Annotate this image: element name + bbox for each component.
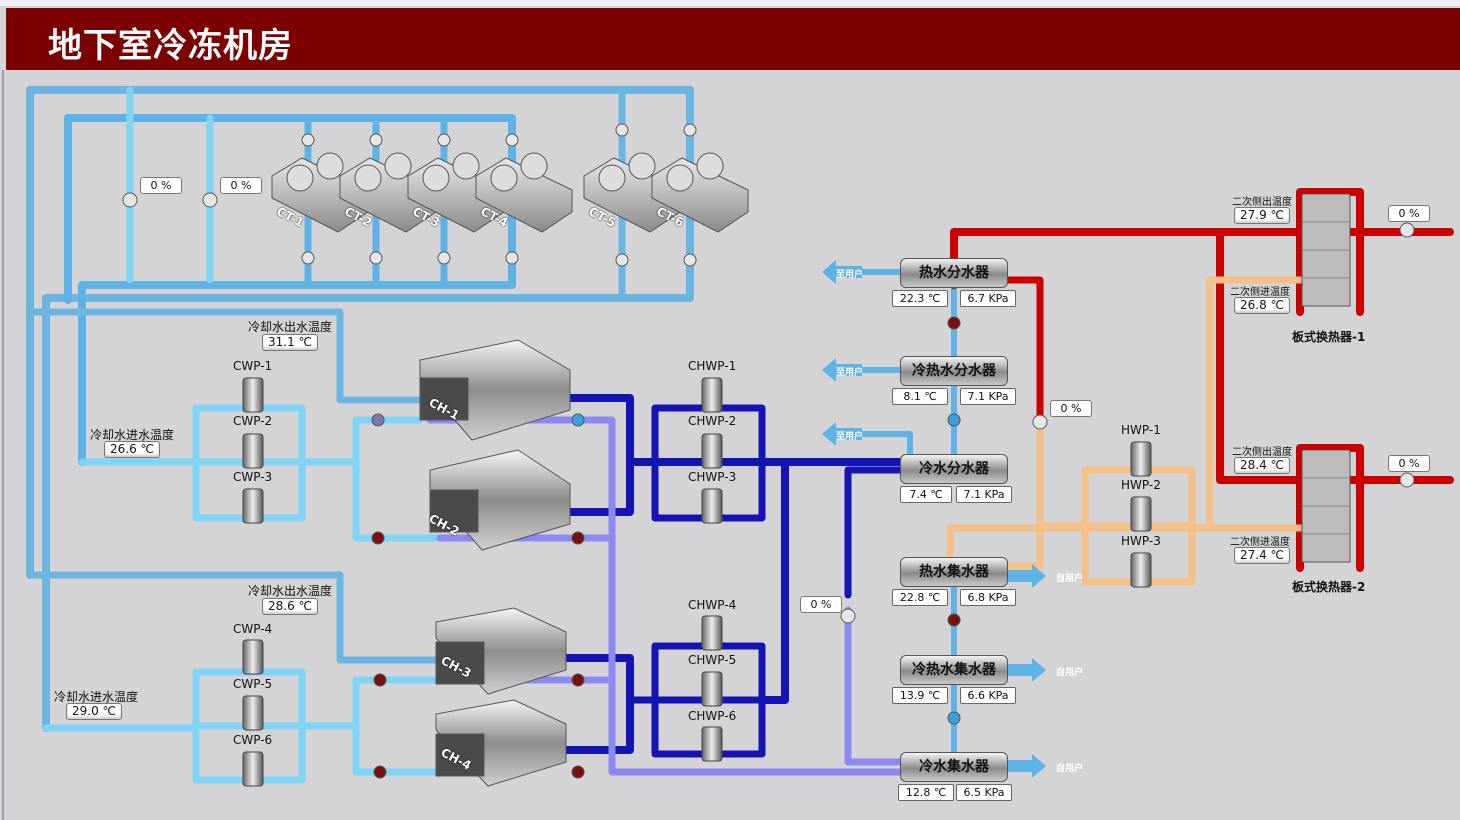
pump-chwp1[interactable]: CHWP-1: [688, 359, 737, 373]
cw1-out-label: 冷却水出水温度: [248, 320, 333, 334]
pump-chwp4[interactable]: CHWP-4: [688, 598, 737, 612]
hx1-out-label: 二次侧出温度: [1232, 197, 1292, 208]
page-title: 地下室冷冻机房: [48, 26, 293, 66]
cw2-out-label: 冷却水出水温度: [248, 584, 333, 598]
hx2-valve-percent: 0 %: [1388, 455, 1430, 472]
header-cold-supply-press: 7.1 KPa: [956, 486, 1012, 503]
cw2-out-temp: 28.6 ℃: [262, 598, 318, 615]
header-hot-return-temp: 22.8 ℃: [892, 589, 948, 606]
arrow-from-user-3: 自用户: [1056, 764, 1084, 774]
hx1-name[interactable]: 板式换热器-1: [1292, 330, 1366, 344]
header-cold-supply-temp: 7.4 ℃: [900, 486, 952, 503]
header-cold-supply[interactable]: 冷水分水器: [900, 454, 1008, 484]
cooling-valve-2-percent: 0 %: [220, 177, 262, 194]
schematic-frame: [2, 70, 1460, 820]
arrow-from-user-1: 自用户: [1056, 574, 1084, 584]
cooling-valve-1-percent: 0 %: [140, 177, 182, 194]
pump-hwp2[interactable]: HWP-2: [1121, 478, 1161, 492]
title-bar: 地下室冷冻机房: [6, 8, 1460, 70]
header-cold-return-press: 6.5 KPa: [956, 784, 1012, 801]
header-coldhot-return[interactable]: 冷热水集水器: [900, 655, 1008, 685]
hx1-in-temp: 26.8 ℃: [1234, 297, 1290, 314]
cw2-in-temp: 29.0 ℃: [66, 703, 122, 720]
pump-chwp6[interactable]: CHWP-6: [688, 709, 737, 723]
header-hot-supply[interactable]: 热水分水器: [900, 258, 1008, 288]
header-hot-supply-press: 6.7 KPa: [960, 290, 1016, 307]
pump-hwp1[interactable]: HWP-1: [1121, 423, 1161, 437]
pump-chwp5[interactable]: CHWP-5: [688, 653, 737, 667]
pump-chwp2[interactable]: CHWP-2: [688, 414, 737, 428]
pump-cwp5[interactable]: CWP-5: [233, 677, 273, 691]
header-coldhot-return-press: 6.6 KPa: [960, 687, 1016, 704]
arrow-to-user-2: 至用户: [836, 368, 864, 378]
hx2-out-label: 二次侧出温度: [1232, 447, 1292, 458]
hx2-out-temp: 28.4 ℃: [1234, 457, 1290, 474]
header-cold-return[interactable]: 冷水集水器: [900, 752, 1008, 782]
header-hot-return[interactable]: 热水集水器: [900, 557, 1008, 587]
header-coldhot-supply-temp: 8.1 ℃: [892, 388, 948, 405]
arrow-to-user-1: 至用户: [836, 270, 864, 280]
hx1-in-label: 二次侧进温度: [1230, 287, 1290, 298]
pump-hwp3[interactable]: HWP-3: [1121, 534, 1161, 548]
arrow-to-user-3: 至用户: [836, 432, 864, 442]
header-hot-supply-temp: 22.3 ℃: [892, 290, 948, 307]
hx2-name[interactable]: 板式换热器-2: [1292, 580, 1366, 594]
pump-cwp1[interactable]: CWP-1: [233, 359, 273, 373]
hx2-in-temp: 27.4 ℃: [1234, 547, 1290, 564]
arrow-from-user-2: 自用户: [1056, 668, 1084, 678]
header-coldhot-supply-press: 7.1 KPa: [960, 388, 1016, 405]
cw1-out-temp: 31.1 ℃: [262, 334, 318, 351]
hx1-out-temp: 27.9 ℃: [1234, 207, 1290, 224]
header-coldhot-supply[interactable]: 冷热水分水器: [900, 356, 1008, 386]
cw2-in-label: 冷却水进水温度: [54, 690, 139, 704]
pump-cwp3[interactable]: CWP-3: [233, 470, 273, 484]
cw1-in-temp: 26.6 ℃: [104, 441, 160, 458]
hx1-valve-percent: 0 %: [1388, 205, 1430, 222]
cw1-in-label: 冷却水进水温度: [90, 428, 175, 442]
header-hot-return-press: 6.8 KPa: [960, 589, 1016, 606]
pump-cwp4[interactable]: CWP-4: [233, 622, 273, 636]
hx2-in-label: 二次侧进温度: [1230, 537, 1290, 548]
pump-cwp6[interactable]: CWP-6: [233, 733, 273, 747]
window-top-border: [0, 0, 1460, 6]
bypass-valve-percent: 0 %: [800, 596, 842, 613]
hot-bypass-valve-percent: 0 %: [1050, 400, 1092, 417]
header-cold-return-temp: 12.8 ℃: [898, 784, 954, 801]
pump-chwp3[interactable]: CHWP-3: [688, 470, 737, 484]
pump-cwp2[interactable]: CWP-2: [233, 414, 273, 428]
header-coldhot-return-temp: 13.9 ℃: [892, 687, 948, 704]
